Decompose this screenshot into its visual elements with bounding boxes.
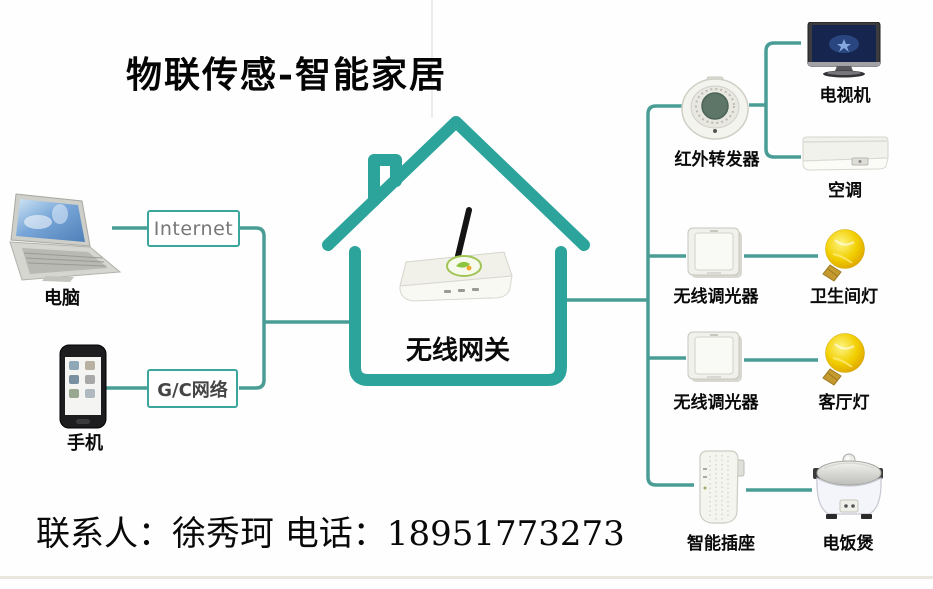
smart-socket-icon <box>699 450 745 524</box>
wireless-dimmer-icon <box>687 331 742 382</box>
gc-network-node: G/C网络 <box>147 369 238 408</box>
computer-label: 电脑 <box>44 288 80 309</box>
dimmer2-label: 无线调光器 <box>673 393 759 413</box>
gateway-label: 无线网关 <box>405 336 510 366</box>
gc-network-node-label: G/C网络 <box>157 379 228 401</box>
wire-bracket-tv-ac <box>764 41 801 159</box>
house-chimney <box>368 154 402 207</box>
rice-cooker-icon <box>813 453 883 519</box>
phone-label: 手机 <box>67 433 103 454</box>
light-bulb-icon <box>822 333 865 386</box>
internet-node-label: Internet <box>153 217 234 240</box>
contact-line: 联系人：徐秀珂 电话：18951773273 <box>36 514 625 554</box>
bathroom-light-label: 卫生间灯 <box>810 287 878 307</box>
wire-left-trunk <box>239 226 266 390</box>
light-bulb-icon <box>822 229 865 282</box>
living-light-label: 客厅灯 <box>818 393 870 413</box>
ir-repeater-icon <box>681 76 749 140</box>
wireless-dimmer-icon <box>687 227 742 278</box>
tv-icon <box>807 22 881 78</box>
tv-label: 电视机 <box>819 86 871 106</box>
house-walls <box>349 246 567 386</box>
internet-node: Internet <box>147 210 240 247</box>
wireless-gateway-icon <box>399 207 513 302</box>
rice-cooker-label: 电饭煲 <box>822 534 874 554</box>
page-title: 物联传感-智能家居 <box>126 54 447 96</box>
laptop-icon <box>9 193 122 282</box>
air-conditioner-icon <box>802 136 889 171</box>
wire-right-trunk <box>646 104 694 487</box>
smart-socket-label: 智能插座 <box>687 534 755 554</box>
smartphone-icon <box>59 344 107 429</box>
dimmer1-label: 无线调光器 <box>673 287 759 307</box>
bottom-edge-strip <box>0 576 933 579</box>
ir-repeater-label: 红外转发器 <box>674 150 760 170</box>
ac-label: 空调 <box>828 181 862 201</box>
